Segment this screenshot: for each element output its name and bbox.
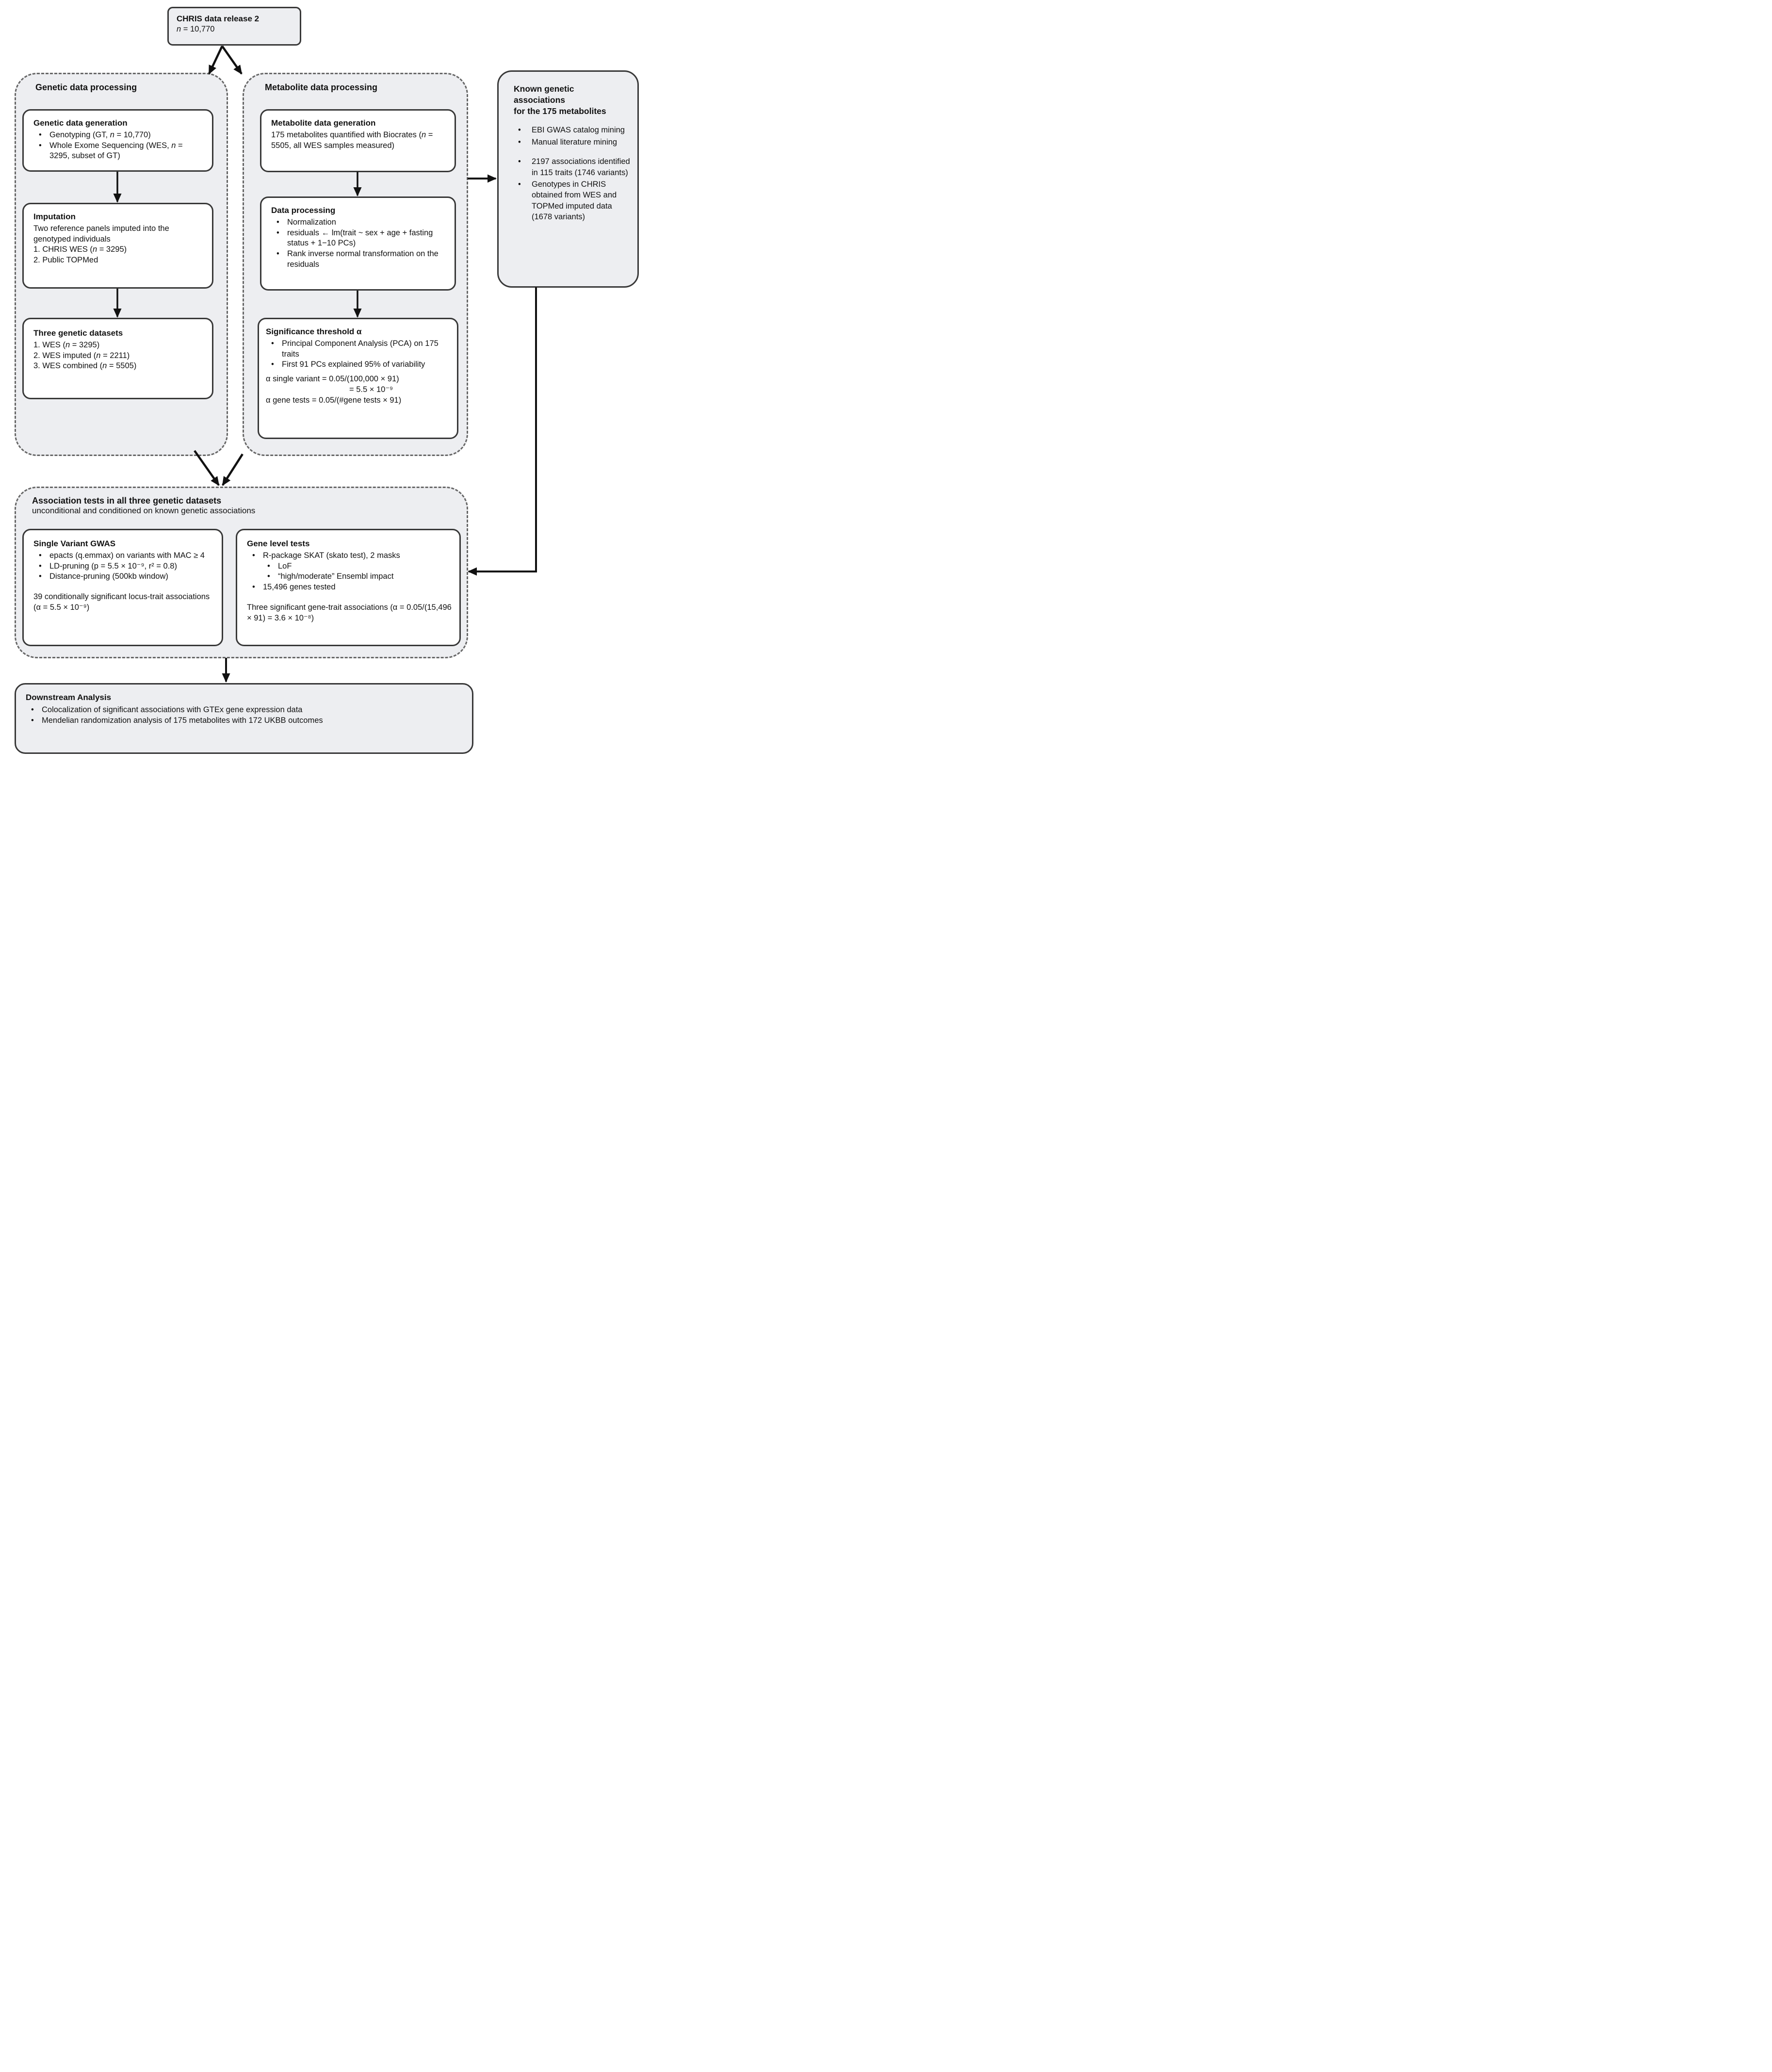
known-genetic-associations-box: Known genetic associations for the 175 m… — [497, 70, 639, 288]
arrow-chris-to-genetic — [208, 46, 224, 75]
chris-box-n: n = 10,770 — [177, 25, 215, 33]
significance-bullet: First 91 PCs explained 95% of variabilit… — [266, 359, 449, 370]
single-variant-bullet: Distance-pruning (500kb window) — [33, 571, 214, 582]
datasets-line: 3. WES combined (n = 5505) — [33, 361, 137, 371]
three-genetic-datasets-box: Three genetic datasets 1. WES (n = 3295)… — [22, 318, 213, 399]
chris-box-title: CHRIS data release 2 — [177, 14, 260, 23]
association-header: Association tests in all three genetic d… — [32, 496, 222, 506]
single-variant-bullet: LD-pruning (p = 5.5 × 10⁻⁹, r² = 0.8) — [33, 561, 214, 572]
significance-title: Significance threshold α — [266, 327, 362, 336]
data-processing-title: Data processing — [271, 206, 336, 215]
genetic-generation-bullet: Whole Exome Sequencing (WES, n = 3295, s… — [33, 141, 204, 162]
metabolite-generation-title: Metabolite data generation — [271, 118, 376, 128]
association-subheader: unconditional and conditioned on known g… — [32, 506, 256, 515]
genetic-data-generation-box: Genetic data generation Genotyping (GT, … — [22, 109, 213, 172]
imputation-line: 1. CHRIS WES (n = 3295) — [33, 245, 127, 254]
imputation-box: Imputation Two reference panels imputed … — [22, 203, 213, 289]
datasets-line: 1. WES (n = 3295) — [33, 340, 100, 349]
imputation-line: 2. Public TOPMed — [33, 256, 98, 265]
genetic-generation-bullet: Genotyping (GT, n = 10,770) — [33, 130, 204, 141]
known-box-bullet: EBI GWAS catalog mining — [514, 125, 631, 136]
alpha-single-variant-eq-value: = 5.5 × 10⁻⁹ — [349, 385, 393, 394]
arrow-known-to-association — [468, 287, 537, 576]
metabolite-data-generation-box: Metabolite data generation 175 metabolit… — [260, 109, 456, 172]
gene-level-sub-bullet: LoF — [247, 561, 452, 572]
known-box-title-line: associations — [514, 95, 566, 105]
single-variant-gwas-box: Single Variant GWAS epacts (q.emmax) on … — [22, 529, 223, 646]
data-processing-bullet: Normalization — [271, 217, 447, 228]
gene-level-bullet: R-package SKAT (skato test), 2 masks — [247, 551, 452, 561]
metabolite-generation-body: 175 metabolites quantified with Biocrate… — [271, 130, 433, 150]
data-processing-box: Data processing Normalization residuals … — [260, 196, 456, 291]
chris-data-release-box: CHRIS data release 2 n = 10,770 — [167, 7, 301, 46]
gene-level-result: Three significant gene-trait association… — [247, 603, 452, 623]
genetic-generation-title: Genetic data generation — [33, 118, 128, 128]
known-box-title-line: for the 175 metabolites — [514, 106, 606, 116]
flowchart-canvas: CHRIS data release 2 n = 10,770 Genetic … — [0, 0, 650, 760]
datasets-line: 2. WES imputed (n = 2211) — [33, 351, 130, 360]
significance-bullet: Principal Component Analysis (PCA) on 17… — [266, 339, 449, 360]
known-box-bullet: Manual literature mining — [514, 137, 631, 148]
gene-level-sub-bullet: “high/moderate” Ensembl impact — [247, 571, 452, 582]
downstream-title: Downstream Analysis — [26, 693, 112, 702]
downstream-bullet: Mendelian randomization analysis of 175 … — [26, 715, 464, 726]
imputation-line: Two reference panels imputed into the ge… — [33, 224, 169, 244]
downstream-bullet: Colocalization of significant associatio… — [26, 704, 464, 716]
single-variant-result: 39 conditionally significant locus-trait… — [33, 592, 210, 612]
known-box-bullet: 2197 associations identified in 115 trai… — [514, 156, 631, 178]
downstream-analysis-box: Downstream Analysis Colocalization of si… — [15, 683, 473, 754]
known-box-title-line: Known genetic — [514, 84, 574, 94]
arrow-metabolite-to-association — [222, 453, 244, 486]
arrow-chris-to-metabolite — [221, 45, 243, 75]
single-variant-title: Single Variant GWAS — [33, 539, 116, 548]
known-box-bullet: Genotypes in CHRIS obtained from WES and… — [514, 179, 631, 223]
single-variant-bullet: epacts (q.emmax) on variants with MAC ≥ … — [33, 551, 214, 561]
datasets-title: Three genetic datasets — [33, 328, 123, 338]
metabolite-container-header: Metabolite data processing — [265, 82, 378, 92]
significance-threshold-box: Significance threshold α Principal Compo… — [258, 318, 458, 439]
genetic-container-header: Genetic data processing — [35, 82, 137, 92]
gene-level-title: Gene level tests — [247, 539, 310, 548]
alpha-single-variant-eq: α single variant = 0.05/(100,000 × 91) — [266, 375, 399, 384]
alpha-gene-tests-eq: α gene tests = 0.05/(#gene tests × 91) — [266, 396, 402, 405]
imputation-title: Imputation — [33, 212, 76, 221]
data-processing-bullet: residuals ← lm(trait ~ sex + age + fasti… — [271, 228, 447, 249]
gene-level-bullet: 15,496 genes tested — [247, 582, 452, 593]
gene-level-tests-box: Gene level tests R-package SKAT (skato t… — [236, 529, 461, 646]
data-processing-bullet: Rank inverse normal transformation on th… — [271, 249, 447, 270]
